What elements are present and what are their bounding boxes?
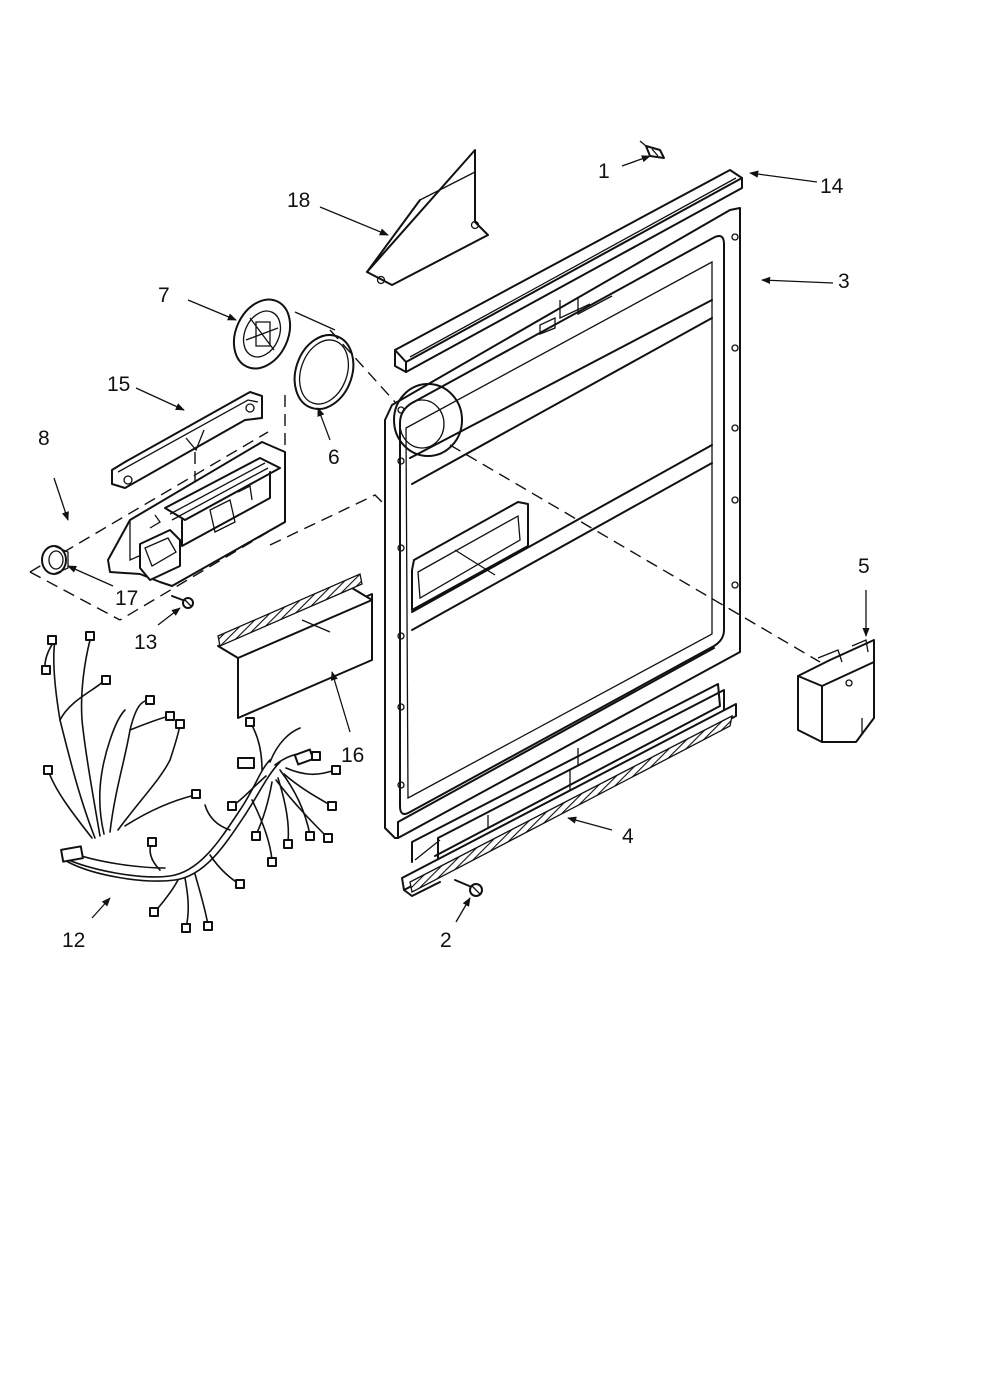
callout-15: 15 xyxy=(107,373,130,396)
alignment-line-window xyxy=(454,549,496,576)
leader-7 xyxy=(187,299,237,321)
leader-15 xyxy=(135,387,185,411)
leader-18 xyxy=(319,206,389,236)
part-8-control-module xyxy=(107,441,286,587)
leader-17 xyxy=(67,565,114,587)
part-16-insulation xyxy=(217,573,373,719)
alignment-line-vent xyxy=(329,329,396,403)
callout-17: 17 xyxy=(115,587,138,610)
part-6-gasket xyxy=(293,334,355,410)
part-17-knob xyxy=(41,545,69,575)
leader-4 xyxy=(567,816,613,831)
part-5-side-bracket xyxy=(797,639,875,743)
callout-8: 8 xyxy=(38,427,50,450)
alignment-line-bracket-5 xyxy=(449,444,821,663)
leader-13 xyxy=(157,607,181,626)
leader-12 xyxy=(91,897,111,919)
callout-7: 7 xyxy=(158,284,170,307)
part-13-screw xyxy=(171,595,194,609)
leader-3 xyxy=(761,276,834,284)
callout-13: 13 xyxy=(134,631,157,654)
callout-2: 2 xyxy=(440,929,452,952)
callout-labels: 1 14 3 18 7 15 6 8 17 13 16 5 4 2 12 xyxy=(38,160,870,952)
part-18-bracket xyxy=(366,149,489,286)
part-15-cover xyxy=(111,391,263,489)
alignment-line-vent-solid xyxy=(294,311,336,331)
leader-2 xyxy=(455,897,471,923)
part-4-bottom-trim xyxy=(401,683,737,897)
part-12-wire-harness xyxy=(41,631,341,933)
leader-14 xyxy=(749,170,818,183)
callout-1: 1 xyxy=(598,160,610,183)
leader-arrows xyxy=(53,155,870,923)
part-14-top-trim xyxy=(394,169,743,373)
callout-5: 5 xyxy=(858,555,870,578)
part-7-vent-cap xyxy=(232,298,292,370)
callout-18: 18 xyxy=(287,189,310,212)
part-1-screw xyxy=(639,140,665,159)
callout-16: 16 xyxy=(341,744,364,767)
callout-12: 12 xyxy=(62,929,85,952)
alignment-line-control xyxy=(269,494,386,546)
callout-14: 14 xyxy=(820,175,844,198)
callout-6: 6 xyxy=(328,446,340,469)
part-3-door-panel xyxy=(384,207,741,839)
leader-8 xyxy=(53,477,69,521)
part-8-group-outline xyxy=(29,395,286,621)
leader-6 xyxy=(317,407,331,441)
callout-3: 3 xyxy=(838,270,850,293)
leader-16 xyxy=(330,671,351,733)
leader-1 xyxy=(621,155,651,167)
part-2-screw xyxy=(454,879,483,897)
callout-4: 4 xyxy=(622,825,634,848)
